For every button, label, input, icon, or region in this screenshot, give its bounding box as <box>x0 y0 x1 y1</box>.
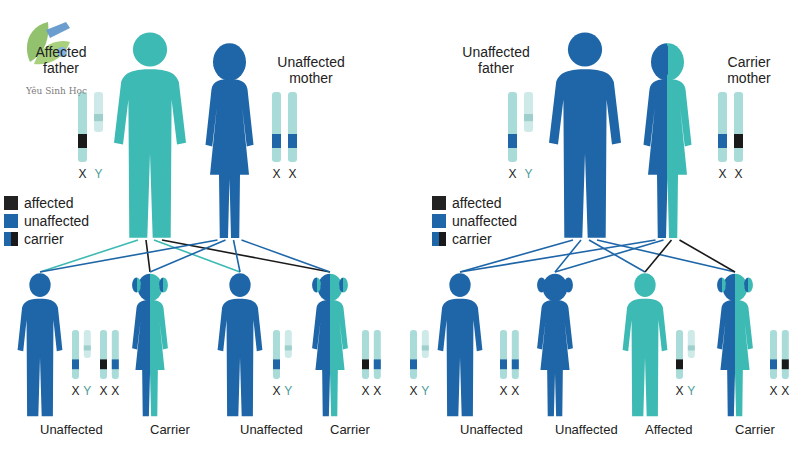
person-silhouette <box>302 270 358 420</box>
person-silhouette <box>12 270 68 420</box>
legend-text: carrier <box>24 231 64 247</box>
legend-swatch <box>4 214 18 228</box>
inheritance-line <box>40 240 218 272</box>
child-figure: Carrier <box>707 270 763 420</box>
watermark: Yêu Sinh Học <box>26 86 87 96</box>
chromosome-letter: Y <box>523 168 535 181</box>
inheritance-line <box>680 240 736 272</box>
child-figure: Affected <box>617 270 673 420</box>
child-figure: Unaffected <box>527 270 583 420</box>
parent-figure: Unaffected father <box>540 28 630 243</box>
inheritance-line <box>597 240 735 272</box>
child-label: Carrier <box>735 422 775 437</box>
child-label: Carrier <box>330 422 370 437</box>
child-figure: Unaffected <box>212 270 268 420</box>
legend-text: carrier <box>452 231 492 247</box>
legend-text: unaffected <box>24 213 89 229</box>
inheritance-line <box>154 240 240 272</box>
chromosome-letter: X <box>77 168 89 181</box>
chromosome-letter: X <box>717 168 729 181</box>
chromosome-letter: X <box>271 385 283 398</box>
legend-swatch <box>4 196 18 210</box>
chromosome-letter: Y <box>419 385 431 398</box>
legend-swatch <box>432 196 446 210</box>
child-label: Unaffected <box>40 422 103 437</box>
chromosome-letter: Y <box>93 168 105 181</box>
chromosome-letter: X <box>109 385 121 398</box>
parent-figure: Unaffected mother <box>192 38 267 243</box>
chromosome-letter: X <box>98 385 110 398</box>
person-silhouette <box>105 28 195 243</box>
person-silhouette <box>540 28 630 243</box>
chromosome-letter: X <box>287 168 299 181</box>
chromosome-letter: X <box>768 385 780 398</box>
child-label: Unaffected <box>555 422 618 437</box>
person-silhouette <box>630 38 705 243</box>
chromosome-letter: X <box>507 168 519 181</box>
child-figure: Carrier <box>302 270 358 420</box>
child-label: Affected <box>645 422 692 437</box>
person-silhouette <box>617 270 673 420</box>
legend-swatch <box>432 214 446 228</box>
chromosome-letter: X <box>509 385 521 398</box>
legend-swatch <box>4 232 18 246</box>
parent-figure: Affected father <box>105 28 195 243</box>
inheritance-line <box>146 240 150 272</box>
legend-text: affected <box>452 195 502 211</box>
child-label: Unaffected <box>240 422 303 437</box>
chromosome-letter: X <box>779 385 791 398</box>
inheritance-line <box>242 240 331 272</box>
legend-text: affected <box>24 195 74 211</box>
chromosome-letter: Y <box>81 385 93 398</box>
parent-label: Unaffected mother <box>271 54 351 86</box>
person-silhouette <box>707 270 763 420</box>
legend-swatch <box>432 232 446 246</box>
chromosome-letter: X <box>408 385 420 398</box>
child-figure: Unaffected <box>12 270 68 420</box>
parent-label: Unaffected father <box>456 44 536 76</box>
parent-figure: Carrier mother <box>630 38 705 243</box>
chromosome-letter: X <box>733 168 745 181</box>
parent-label: Affected father <box>21 44 101 76</box>
person-silhouette <box>432 270 488 420</box>
inheritance-line <box>150 240 226 272</box>
chromosome-letter: X <box>70 385 82 398</box>
chromosome-letter: X <box>371 385 383 398</box>
inheritance-line <box>645 240 672 272</box>
chromosome-letter: X <box>360 385 372 398</box>
person-silhouette <box>212 270 268 420</box>
child-label: Unaffected <box>460 422 523 437</box>
child-figure: Carrier <box>122 270 178 420</box>
person-silhouette <box>122 270 178 420</box>
inheritance-line <box>555 240 664 272</box>
chromosome-letter: Y <box>685 385 697 398</box>
chromosome-letter: X <box>498 385 510 398</box>
chromosome-letter: X <box>271 168 283 181</box>
chromosome-letter: X <box>674 385 686 398</box>
child-label: Carrier <box>150 422 190 437</box>
person-silhouette <box>192 38 267 243</box>
person-silhouette <box>527 270 583 420</box>
child-figure: Unaffected <box>432 270 488 420</box>
legend-text: unaffected <box>452 213 517 229</box>
chromosome-letter: Y <box>282 385 294 398</box>
inheritance-line <box>234 240 241 272</box>
parent-label: Carrier mother <box>709 54 789 86</box>
